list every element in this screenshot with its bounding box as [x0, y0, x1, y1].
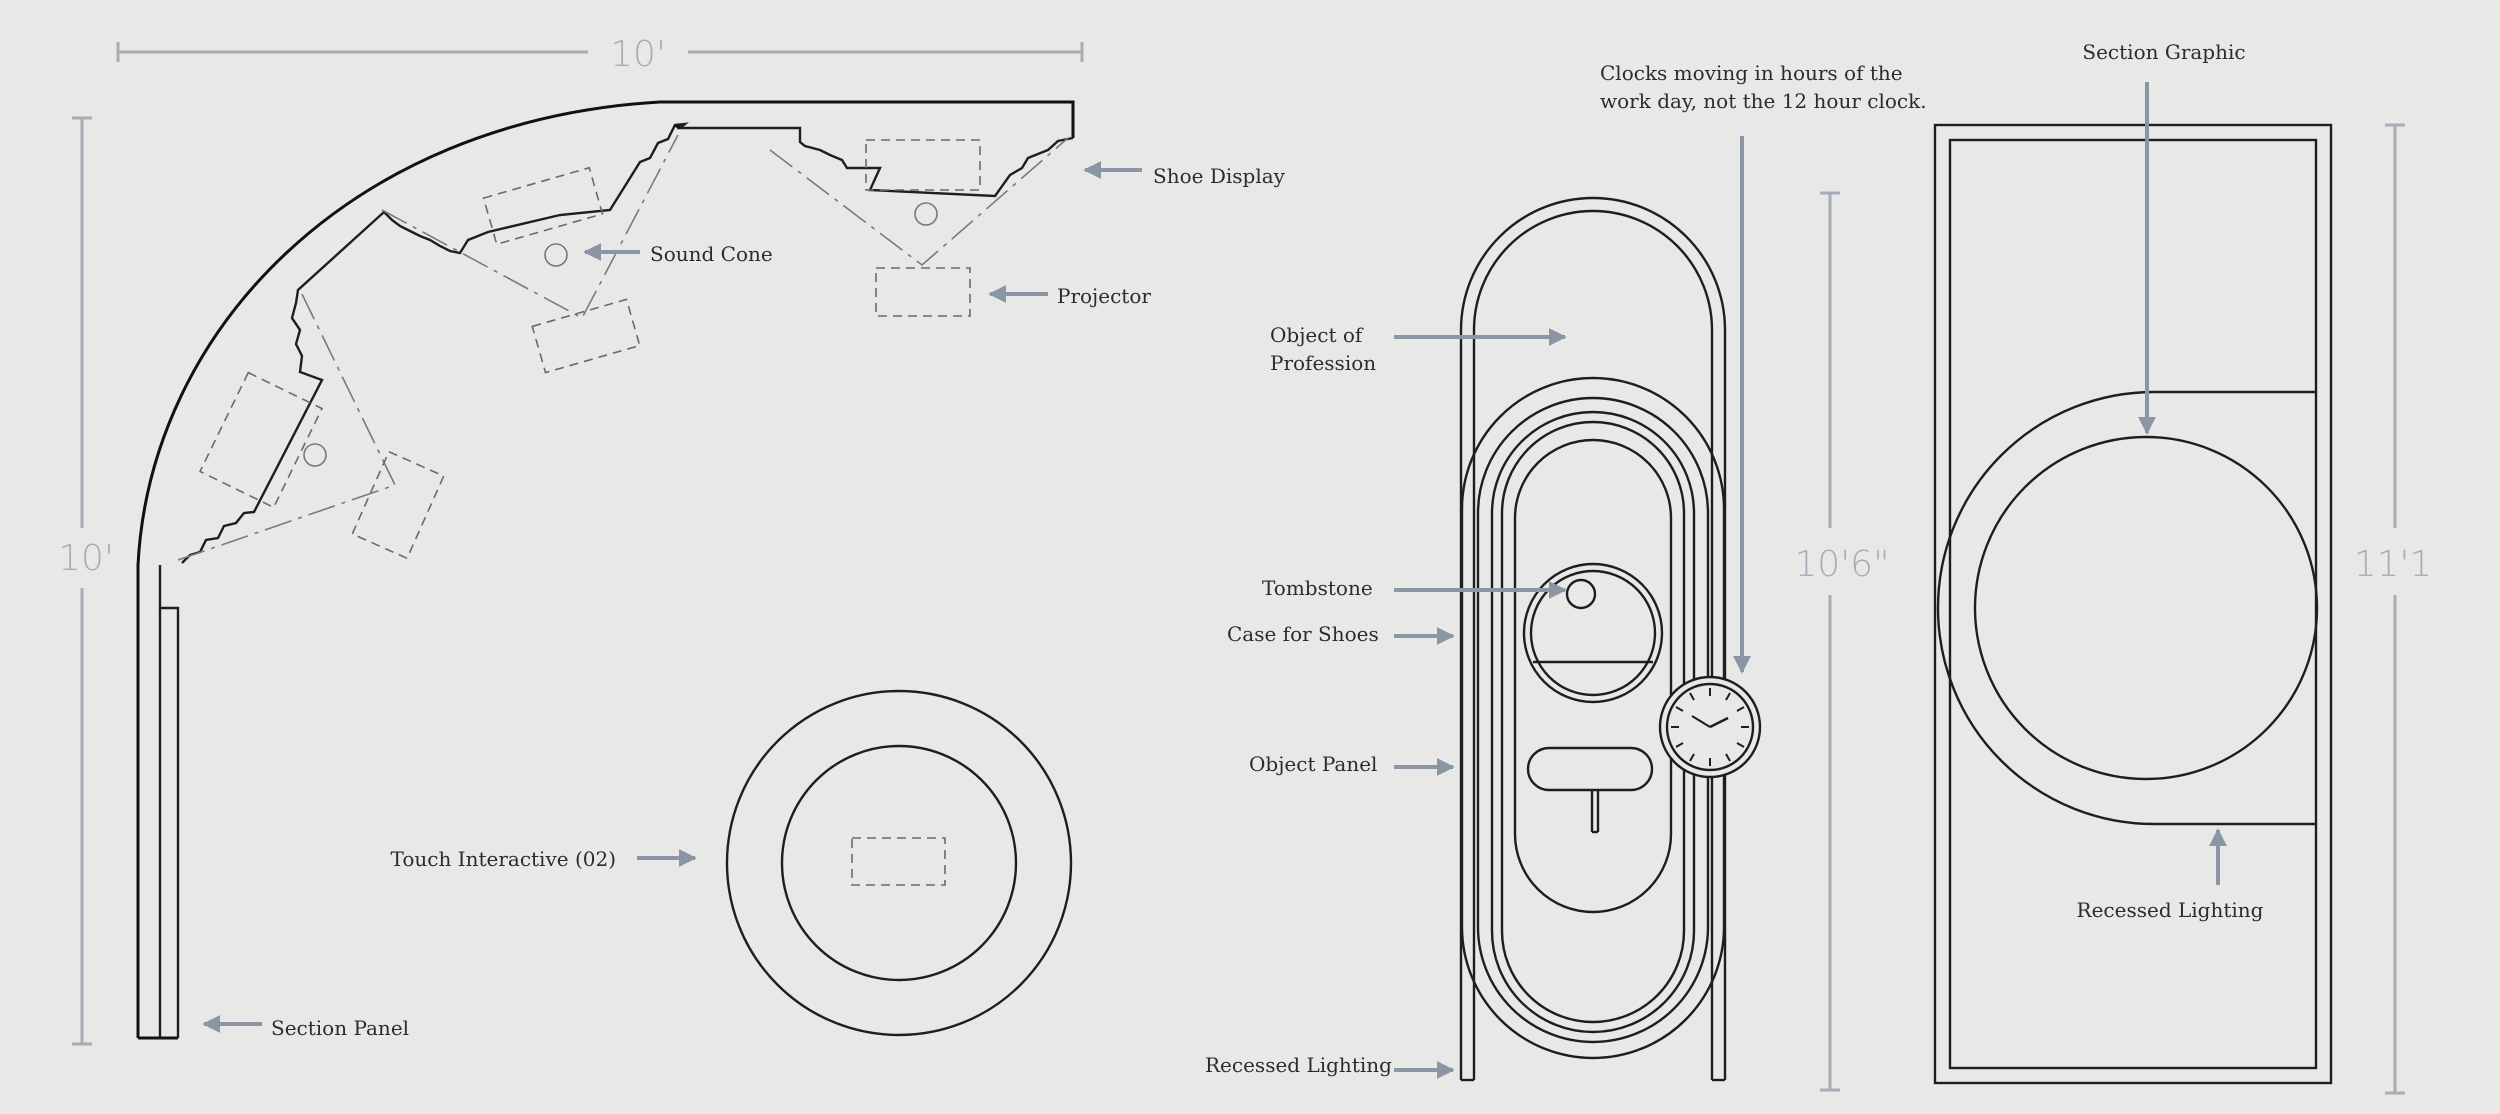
tombstone-window — [1522, 562, 1664, 704]
left-dimension: 10' — [58, 116, 114, 1046]
touch-interactive-plan — [725, 689, 1073, 1037]
elevation-recessed-lighting-callout: Recessed Lighting — [1205, 1053, 1455, 1079]
left-dimension-label: 10' — [58, 538, 114, 579]
clock-icon — [1658, 675, 1762, 779]
object-of-profession-line1: Object of — [1270, 323, 1364, 347]
sound-cone-callout: Sound Cone — [583, 242, 773, 266]
tombstone-label: Tombstone — [1262, 576, 1373, 600]
section-panel-callout: Section Panel — [202, 1015, 409, 1040]
touch-interactive-callout: Touch Interactive (02) — [391, 847, 697, 871]
touch-interactive-label: Touch Interactive (02) — [391, 847, 616, 871]
shoe-display-label: Shoe Display — [1153, 164, 1286, 188]
elevation-height-label: 10'6" — [1794, 544, 1889, 585]
object-of-profession-callout: Object of Profession — [1270, 323, 1567, 375]
projector-cone — [769, 137, 1069, 317]
projector-label: Projector — [1057, 284, 1151, 308]
elevation-recessed-lighting-label: Recessed Lighting — [1205, 1053, 1392, 1077]
clock-note-line1: Clocks moving in hours of the — [1600, 61, 1903, 85]
top-dimension-label: 10' — [610, 34, 666, 75]
section-recessed-lighting-label: Recessed Lighting — [2077, 898, 2264, 922]
curved-wall — [136, 100, 1075, 1040]
case-for-shoes-callout: Case for Shoes — [1227, 622, 1455, 646]
section-panel-label: Section Panel — [271, 1016, 409, 1040]
shoe-display-callout: Shoe Display — [1083, 161, 1286, 188]
plan-view: 10' 10' — [58, 34, 1286, 1046]
tombstone-callout: Tombstone — [1262, 576, 1567, 600]
section-view: Section Graphic Recessed Lighting 11'1 — [1933, 40, 2433, 1095]
projector-callout: Projector — [988, 284, 1151, 308]
section-height-label: 11'1 — [2354, 544, 2433, 585]
object-panel-shape — [1526, 746, 1654, 834]
section-recessed-lighting-callout: Recessed Lighting — [2077, 828, 2264, 922]
section-graphic-title: Section Graphic — [2082, 40, 2245, 64]
case-for-shoes-label: Case for Shoes — [1227, 622, 1379, 646]
section-height-dimension: 11'1 — [2354, 123, 2433, 1095]
clock-note-line2: work day, not the 12 hour clock. — [1600, 89, 1927, 113]
top-dimension: 10' — [116, 34, 1084, 75]
clock-note-callout: Clocks moving in hours of the work day, … — [1600, 61, 1927, 674]
section-graphic-callout: Section Graphic — [2082, 40, 2246, 435]
sound-cone-graphic — [381, 134, 679, 374]
cone-left — [177, 289, 445, 561]
elevation-view: 10'6" Clocks moving in hours of the work… — [1205, 61, 1927, 1092]
elevation-height-dimension: 10'6" — [1794, 191, 1890, 1092]
object-panel-callout: Object Panel — [1249, 752, 1455, 776]
object-of-profession-line2: Profession — [1270, 351, 1376, 375]
object-panel-label: Object Panel — [1249, 752, 1377, 776]
sound-cone-label: Sound Cone — [650, 242, 773, 266]
